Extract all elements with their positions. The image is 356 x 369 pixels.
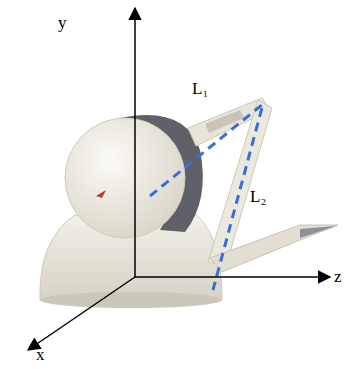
y-axis (134, 8, 136, 277)
link-label: L₁ (192, 80, 208, 97)
x-axis (28, 277, 135, 350)
axis-label: x (36, 346, 45, 363)
logo-mark (96, 190, 106, 198)
link-label: L₂ (250, 188, 266, 205)
link-line (150, 104, 263, 290)
stylus-tip (300, 226, 336, 238)
device-head (65, 118, 185, 238)
axis-label: z (334, 268, 342, 285)
axis-label: y (58, 14, 67, 31)
z-axis (135, 276, 330, 278)
base-foot (40, 292, 222, 308)
arm-joint (205, 110, 244, 133)
